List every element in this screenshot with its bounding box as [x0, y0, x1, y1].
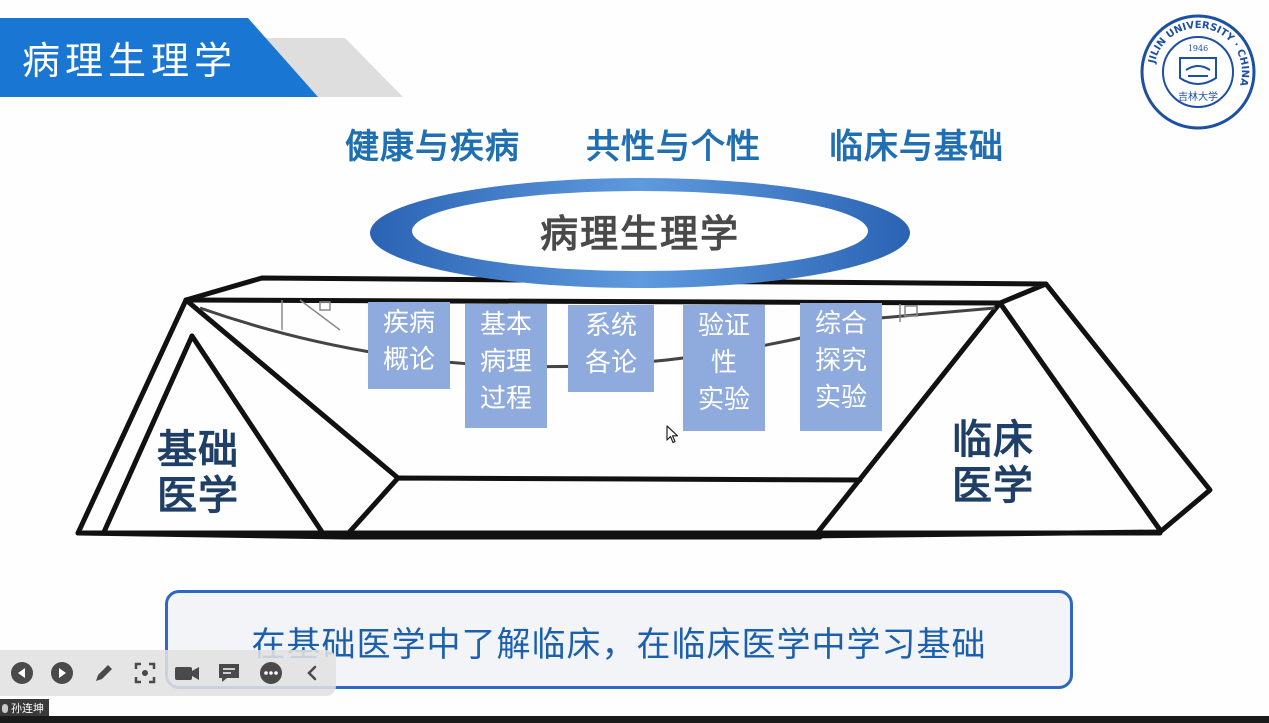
pillar-line: 探究 [814, 346, 867, 376]
university-logo: JILIN UNIVERSITY · CHINA 1946 吉林大学 [1140, 14, 1256, 130]
mouse-cursor-icon [666, 425, 679, 444]
banner-title: 病理生理学 [22, 39, 238, 83]
camera-icon[interactable] [174, 660, 200, 686]
pillar-basic-processes: 基本 病理 过程 [465, 304, 547, 428]
label-line: 医学 [157, 473, 239, 519]
pillar-exploratory-experiments: 综合 探究 实验 [800, 303, 882, 431]
pillar-line: 综合 [814, 309, 867, 339]
pillar-line: 各论 [584, 348, 637, 378]
chat-icon[interactable] [216, 660, 242, 686]
microphone-icon [2, 704, 8, 713]
pillar-line: 疾病 [382, 308, 435, 338]
player-toolbar [0, 650, 336, 696]
more-icon[interactable] [258, 660, 284, 686]
pen-icon[interactable] [91, 660, 117, 686]
next-icon[interactable] [49, 660, 75, 686]
screenshot-icon[interactable] [132, 660, 158, 686]
topic-commonality-individuality: 共性与个性 [586, 127, 761, 167]
presenter-name: 孙连坤 [11, 702, 44, 715]
collapse-icon[interactable] [300, 660, 326, 686]
pillar-disease-overview: 疾病 概论 [368, 302, 450, 389]
label-line: 临床 [952, 417, 1034, 463]
pillar-verification-experiments: 验证 性 实验 [683, 305, 765, 431]
label-line: 基础 [157, 427, 239, 473]
motto-text: 在基础医学中了解临床，在临床医学中学习基础 [251, 625, 987, 665]
pillar-line: 基本 [479, 310, 532, 340]
svg-text:1946: 1946 [1188, 44, 1208, 53]
label-clinical-medicine: 临床 医学 [952, 417, 1034, 509]
center-title: 病理生理学 [539, 212, 740, 256]
pillar-line: 系统 [584, 311, 637, 341]
prev-icon[interactable] [9, 660, 35, 686]
pillar-line: 性 [710, 348, 737, 378]
pillar-line: 验证 [697, 311, 750, 341]
pillar-line: 实验 [697, 385, 750, 415]
bottom-bar [0, 716, 1269, 723]
pillar-system-topics: 系统 各论 [568, 305, 654, 392]
label-basic-medicine: 基础 医学 [157, 427, 239, 519]
topic-health-disease: 健康与疾病 [345, 127, 520, 167]
pillar-line: 病理 [479, 347, 532, 377]
label-line: 医学 [952, 463, 1034, 509]
svg-text:吉林大学: 吉林大学 [1178, 90, 1218, 103]
pillar-line: 过程 [479, 384, 532, 414]
pillar-line: 实验 [814, 383, 867, 413]
pillar-line: 概论 [382, 345, 435, 375]
topic-clinical-basic: 临床与基础 [829, 127, 1004, 167]
presenter-tag: 孙连坤 [0, 699, 49, 718]
